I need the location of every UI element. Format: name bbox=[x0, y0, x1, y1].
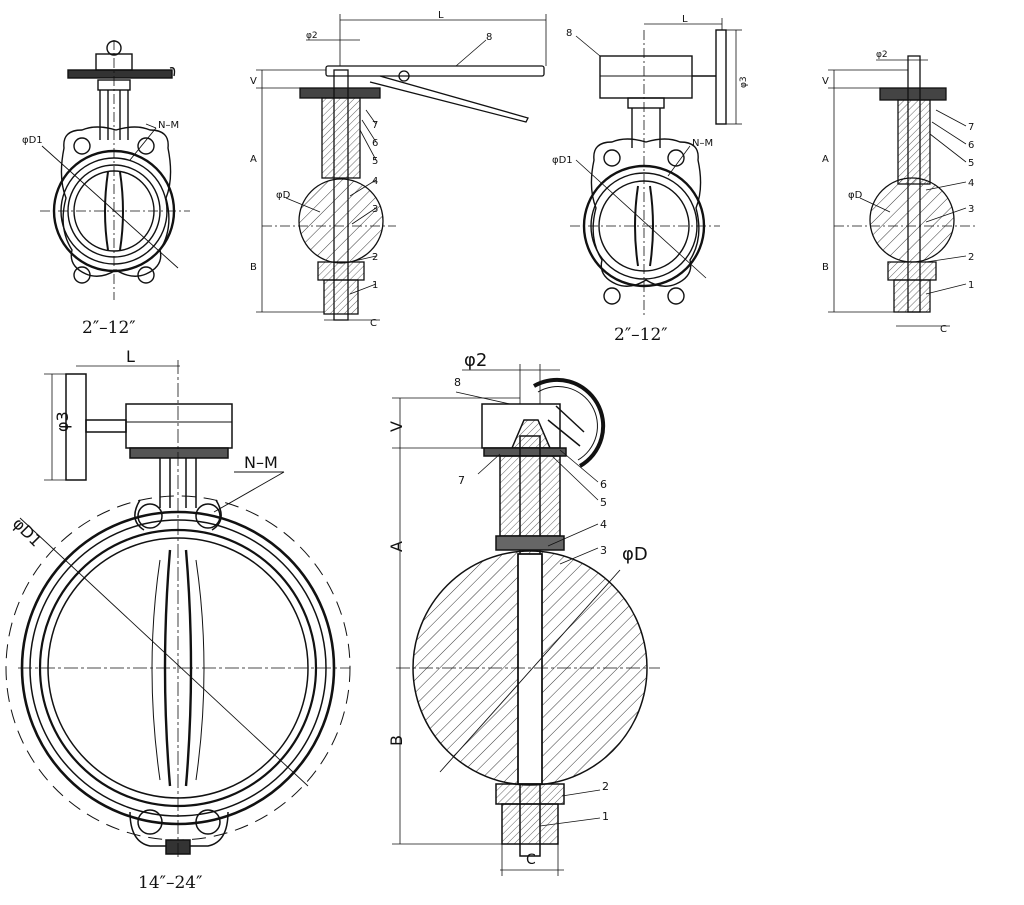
diameter-d1-label: φD1 bbox=[22, 135, 43, 146]
bolt-hole bbox=[195, 503, 221, 529]
part-number: 6 bbox=[968, 140, 974, 151]
handle-plate bbox=[67, 69, 173, 79]
gear-box bbox=[599, 55, 693, 99]
bolt-hole bbox=[73, 266, 91, 284]
part-number: 8 bbox=[486, 32, 492, 43]
dim-d2: φ2 bbox=[306, 31, 318, 41]
dim-a: A bbox=[822, 154, 829, 165]
dim-d3: φ3 bbox=[53, 411, 72, 432]
dim-a: A bbox=[387, 541, 406, 552]
part-number: 2 bbox=[968, 252, 974, 263]
part-number: 7 bbox=[372, 120, 378, 131]
part-number: 3 bbox=[372, 204, 378, 215]
part-number: 7 bbox=[458, 474, 465, 487]
part-number: 4 bbox=[968, 178, 974, 189]
lever-latch bbox=[369, 75, 529, 123]
dim-c: C bbox=[370, 318, 377, 329]
dim-c: C bbox=[526, 852, 536, 868]
size-range-caption: 2″–12″ bbox=[82, 318, 136, 338]
dim-l: L bbox=[126, 347, 135, 366]
part-number: 5 bbox=[600, 496, 607, 509]
part-number: 3 bbox=[968, 204, 974, 215]
part-number: 4 bbox=[600, 518, 607, 531]
part-number: 6 bbox=[600, 478, 607, 491]
valve-body-outline bbox=[60, 126, 172, 277]
bolt-hole bbox=[137, 266, 155, 284]
part-number: 4 bbox=[372, 176, 378, 187]
part-number: 1 bbox=[372, 280, 378, 291]
view-large-front-gear bbox=[5, 360, 351, 860]
gear-box bbox=[125, 403, 233, 449]
bolt-hole bbox=[137, 503, 163, 529]
handwheel bbox=[715, 29, 727, 125]
view-small-side-gear bbox=[828, 55, 978, 327]
dim-d: φD bbox=[848, 190, 863, 201]
nut-label: N–M bbox=[692, 138, 713, 149]
part-number: 1 bbox=[602, 810, 609, 823]
size-range-caption: 14″–24″ bbox=[138, 873, 202, 893]
dim-d2: φ2 bbox=[876, 50, 888, 60]
dim-d: φD bbox=[622, 544, 648, 565]
dim-a: A bbox=[250, 154, 257, 165]
bolt-hole bbox=[137, 137, 155, 155]
nut-label: N–M bbox=[244, 453, 278, 472]
dim-v: V bbox=[387, 421, 406, 432]
part-number: 7 bbox=[968, 122, 974, 133]
diameter-d1-label: φD1 bbox=[9, 514, 46, 551]
part-number: 8 bbox=[454, 376, 461, 389]
disc-section bbox=[298, 178, 384, 264]
bolt-hole bbox=[137, 809, 163, 835]
dim-l: L bbox=[682, 14, 688, 25]
part-number: 1 bbox=[968, 280, 974, 291]
part-number: 8 bbox=[566, 28, 572, 39]
bolt-hole bbox=[195, 809, 221, 835]
dim-d2: φ2 bbox=[464, 350, 487, 371]
handle-hook bbox=[169, 66, 176, 77]
dim-l: L bbox=[438, 10, 444, 21]
part-number: 2 bbox=[372, 252, 378, 263]
size-range-caption: 2″–12″ bbox=[614, 325, 668, 345]
nut-label: N–M bbox=[158, 120, 179, 131]
dim-b: B bbox=[250, 262, 257, 273]
dim-v: V bbox=[822, 76, 829, 87]
part-number: 6 bbox=[372, 138, 378, 149]
diameter-d1-label: φD1 bbox=[552, 155, 573, 166]
part-number: 5 bbox=[968, 158, 974, 169]
dim-d: φD bbox=[276, 190, 291, 201]
view-small-front-gear bbox=[570, 18, 742, 316]
dim-d3: φ3 bbox=[739, 76, 749, 88]
handwheel-arc bbox=[533, 377, 606, 468]
part-number: 2 bbox=[602, 780, 609, 793]
dim-v: V bbox=[250, 76, 257, 87]
view-large-side-gear bbox=[392, 364, 660, 876]
dim-b: B bbox=[387, 735, 406, 746]
dim-c: C bbox=[940, 324, 947, 335]
dim-b: B bbox=[822, 262, 829, 273]
bolt-hole bbox=[73, 137, 91, 155]
part-number: 3 bbox=[600, 544, 607, 557]
lever-handle bbox=[325, 65, 545, 77]
view-small-side-handle bbox=[256, 14, 547, 321]
part-number: 5 bbox=[372, 156, 378, 167]
view-small-front-handle bbox=[40, 40, 190, 300]
valve-body-outline bbox=[590, 138, 702, 287]
